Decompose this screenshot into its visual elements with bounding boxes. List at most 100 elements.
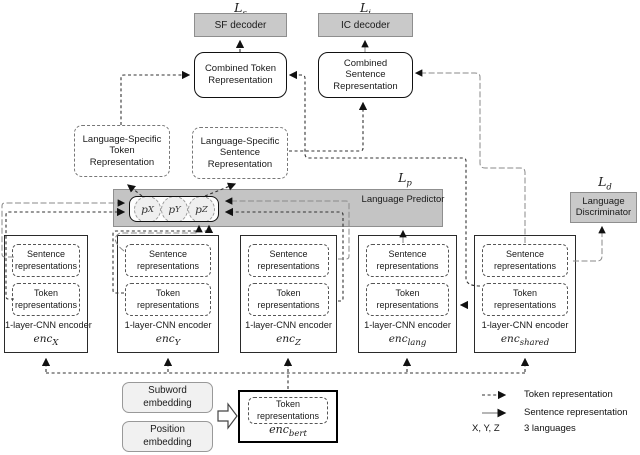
encoder-bert-token-reps: Token representations xyxy=(248,397,328,424)
encoder-shared-token-reps: Token representations xyxy=(482,283,568,316)
encoder-x-name-base: enc xyxy=(33,333,53,345)
encoder-z-token-label: Token representations xyxy=(257,288,320,310)
encoder-y-token-reps: Token representations xyxy=(125,283,211,316)
combined-sentence-label: Combined Sentence Representation xyxy=(333,57,398,92)
encoder-y-cnn-label: 1-layer-CNN encoder xyxy=(118,320,218,330)
position-embedding-box: Position embedding xyxy=(122,421,213,452)
encoder-shared-sentence-label: Sentence representations xyxy=(493,249,557,271)
loss-li-base: L xyxy=(359,0,369,15)
language-specific-token-box: Language-Specific Token Representation xyxy=(74,125,170,177)
encoder-lang-cnn-text: 1-layer-CNN encoder xyxy=(364,320,451,330)
subword-embedding-box: Subword embedding xyxy=(122,382,213,413)
language-predictor-text: Language Predictor xyxy=(361,194,445,205)
encoder-lang-name: enclang xyxy=(359,333,456,348)
encoder-x-token-label: Token representations xyxy=(14,288,78,310)
legend-sentence-label: Sentence representation xyxy=(524,407,628,418)
sf-decoder-box: SF decoder xyxy=(194,13,287,37)
encoder-x-name-sub: X xyxy=(52,338,59,349)
encoder-z-cnn-label: 1-layer-CNN encoder xyxy=(241,320,336,330)
encoder-bert-name: encbert xyxy=(240,423,336,439)
encoder-shared-cnn-label: 1-layer-CNN encoder xyxy=(475,320,575,330)
embedding-to-bert-arrow xyxy=(217,402,238,430)
legend-languages-key-text: X, Y, Z xyxy=(472,423,500,434)
encoder-y-cnn-text: 1-layer-CNN encoder xyxy=(124,320,212,330)
ic-decoder-label: IC decoder xyxy=(341,19,390,31)
encoder-z-cnn-text: 1-layer-CNN encoder xyxy=(245,320,332,330)
encoder-y-sentence-reps: Sentence representations xyxy=(125,244,211,277)
language-specific-token-label: Language-Specific Token Representation xyxy=(82,133,162,168)
loss-ld-base: L xyxy=(598,174,607,189)
encoder-lang-cnn-label: 1-layer-CNN encoder xyxy=(359,320,456,330)
encoder-shared-token-label: Token representations xyxy=(493,288,557,310)
encoder-y-name: encY xyxy=(118,333,218,348)
legend-token-text: Token representation xyxy=(524,389,613,400)
encoder-y-box: Sentence representations Token represent… xyxy=(117,235,219,353)
prob-py-sub: Y xyxy=(175,204,181,215)
language-predictor-label: Language Predictor xyxy=(358,194,448,205)
loss-lp-sub: p xyxy=(406,178,412,189)
ic-decoder-box: IC decoder xyxy=(318,13,413,37)
encoder-lang-sentence-reps: Sentence representations xyxy=(366,244,449,277)
combined-token-representation-box: Combined Token Representation xyxy=(194,52,287,98)
legend-languages-value-text: 3 languages xyxy=(524,423,576,434)
loss-label-lp: Lp xyxy=(380,170,430,189)
encoder-x-box: Sentence representations Token represent… xyxy=(4,235,92,353)
encoder-z-token-reps: Token representations xyxy=(248,283,329,316)
sf-decoder-label: SF decoder xyxy=(214,19,267,31)
prob-pz-sub: Z xyxy=(201,204,208,215)
encoder-shared-cnn-text: 1-layer-CNN encoder xyxy=(481,320,569,330)
loss-ls-base: L xyxy=(234,0,243,15)
encoder-y-token-label: Token representations xyxy=(136,288,200,310)
encoder-y-name-sub: Y xyxy=(174,338,181,349)
encoder-x-name: encX xyxy=(5,333,87,348)
encoder-z-name: encZ xyxy=(241,333,336,348)
encoder-lang-token-reps: Token representations xyxy=(366,283,449,316)
legend-languages-key: X, Y, Z xyxy=(472,423,500,434)
encoder-bert-box: Token representations encbert xyxy=(238,390,338,443)
prob-px-sub: X xyxy=(147,204,154,215)
position-embedding-label: Position embedding xyxy=(143,424,192,448)
encoder-lang-name-sub: lang xyxy=(407,338,427,349)
language-specific-sentence-box: Language-Specific Sentence Representatio… xyxy=(192,127,288,179)
encoder-bert-name-base: enc xyxy=(269,422,289,436)
legend-token-label: Token representation xyxy=(524,389,613,400)
encoder-x-cnn-text: 1-layer-CNN encoder xyxy=(5,320,92,330)
encoder-lang-box: Sentence representations Token represent… xyxy=(358,235,457,353)
subword-embedding-label: Subword embedding xyxy=(143,385,192,409)
encoder-z-box: Sentence representations Token represent… xyxy=(240,235,337,353)
encoder-x-token-reps: Token representations xyxy=(12,283,80,316)
prob-pz-base: p xyxy=(195,203,202,216)
encoder-z-sentence-reps: Sentence representations xyxy=(248,244,329,277)
language-discriminator-label: Language Discriminator xyxy=(575,195,632,218)
encoder-shared-name: encshared xyxy=(475,333,575,348)
encoder-shared-name-base: enc xyxy=(500,333,520,345)
loss-ld-sub: d xyxy=(606,182,612,193)
legend-sentence-text: Sentence representation xyxy=(524,407,628,418)
encoder-shared-box: Sentence representations Token represent… xyxy=(474,235,576,353)
language-discriminator-box: Language Discriminator xyxy=(570,192,637,223)
encoder-x-sentence-label: Sentence representations xyxy=(14,249,78,271)
encoder-lang-sentence-label: Sentence representations xyxy=(376,249,439,271)
encoder-lang-token-label: Token representations xyxy=(376,288,439,310)
encoder-y-sentence-label: Sentence representations xyxy=(136,249,200,271)
combined-sentence-representation-box: Combined Sentence Representation xyxy=(318,52,413,98)
prob-py-base: p xyxy=(168,203,176,216)
prob-px-base: p xyxy=(141,203,148,216)
encoder-z-name-base: enc xyxy=(276,333,295,345)
encoder-x-cnn-label: 1-layer-CNN encoder xyxy=(5,320,92,330)
combined-token-label: Combined Token Representation xyxy=(204,63,277,86)
legend-languages-value: 3 languages xyxy=(524,423,576,434)
loss-label-ld: Ld xyxy=(580,174,630,193)
encoder-x-sentence-reps: Sentence representations xyxy=(12,244,80,277)
language-specific-sentence-label: Language-Specific Sentence Representatio… xyxy=(200,135,280,170)
encoder-bert-name-sub: bert xyxy=(288,429,307,439)
encoder-lang-name-base: enc xyxy=(388,333,408,345)
encoder-shared-sentence-reps: Sentence representations xyxy=(482,244,568,277)
encoder-z-sentence-label: Sentence representations xyxy=(257,249,320,271)
encoder-y-name-base: enc xyxy=(155,333,175,345)
